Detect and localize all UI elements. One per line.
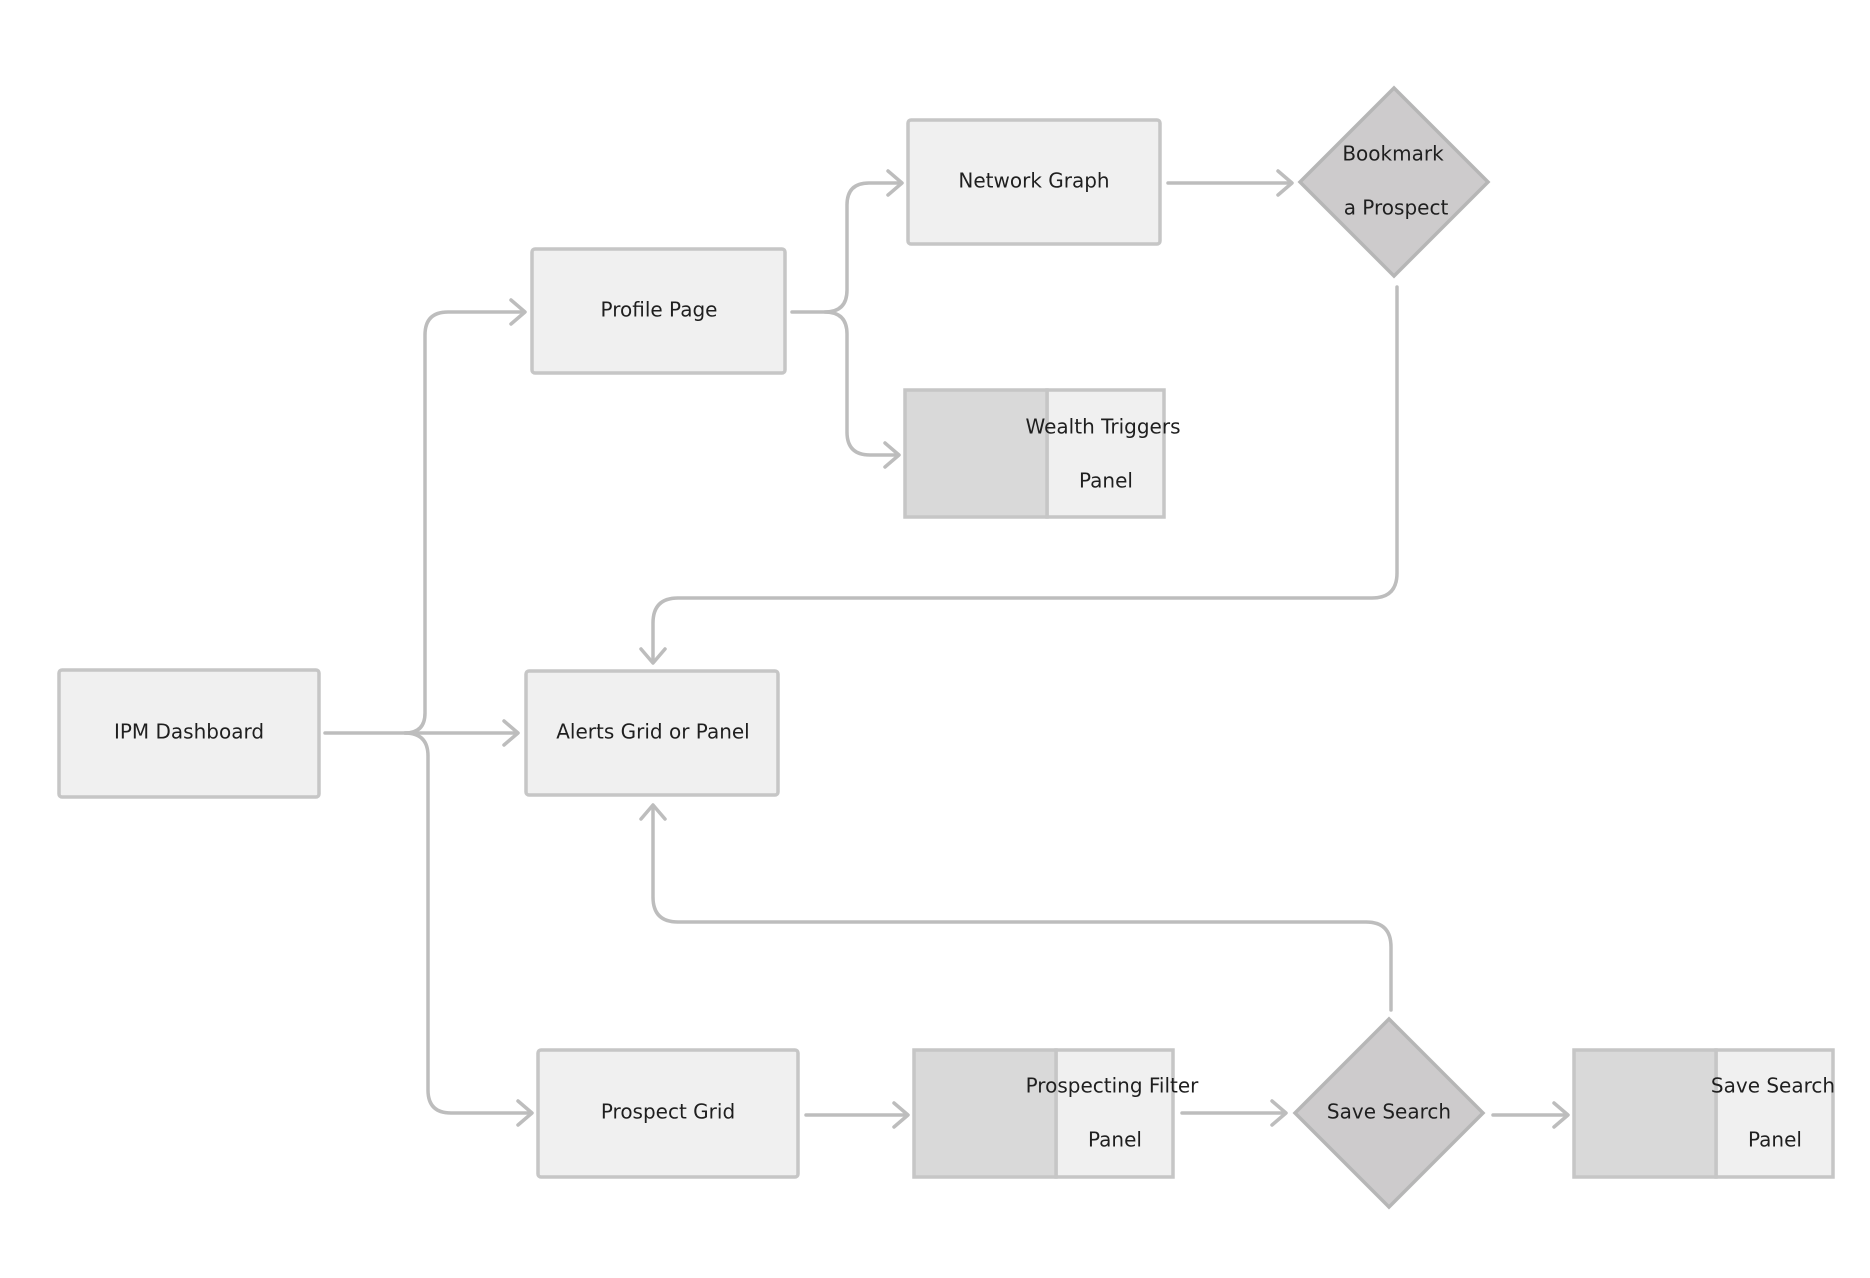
bookmark-diamond xyxy=(1297,85,1491,279)
arrowhead-profile-left xyxy=(509,298,527,326)
filter-label-line2: Panel xyxy=(1088,1128,1142,1152)
node-prospecting-filter-panel[interactable]: Prospecting Filter Panel xyxy=(912,1048,1200,1179)
prospect-grid-label: Prospect Grid xyxy=(601,1100,735,1124)
edge-dashboard-to-profile xyxy=(403,310,526,735)
save-search-panel-left xyxy=(1572,1048,1718,1179)
save-search-label: Save Search xyxy=(1327,1100,1451,1124)
alerts-grid-label: Alerts Grid or Panel xyxy=(556,720,750,744)
filter-label-line1: Prospecting Filter xyxy=(1026,1074,1200,1098)
connectors xyxy=(323,169,1570,1129)
bookmark-label-line2: a Prospect xyxy=(1344,196,1449,220)
ipm-dashboard-box xyxy=(57,668,321,799)
profile-page-label: Profile Page xyxy=(601,298,718,322)
wealth-label-line1: Wealth Triggers xyxy=(1026,415,1181,439)
arrowhead-alerts-bottom xyxy=(639,803,667,821)
node-alerts-grid[interactable]: Alerts Grid or Panel xyxy=(524,669,780,797)
save-search-panel-line1: Save Search xyxy=(1711,1074,1835,1098)
edge-save-search-to-alerts xyxy=(651,806,1393,1012)
node-bookmark-prospect[interactable]: Bookmark a Prospect xyxy=(1297,85,1491,279)
arrowhead-prospect-grid-left xyxy=(516,1099,534,1127)
edge-profile-to-wealth xyxy=(823,310,899,457)
node-save-search[interactable]: Save Search xyxy=(1292,1016,1486,1210)
edge-dashboard-to-prospect-grid xyxy=(403,731,532,1115)
node-wealth-triggers-panel[interactable]: Wealth Triggers Panel xyxy=(903,388,1181,519)
arrowhead-save-search-left xyxy=(1270,1099,1288,1127)
arrowhead-alerts-left xyxy=(502,719,520,747)
prospect-grid-box xyxy=(536,1048,800,1179)
arrowhead-wealth-left xyxy=(883,441,901,469)
wealth-panel-right xyxy=(1045,388,1166,519)
node-profile-page[interactable]: Profile Page xyxy=(530,247,787,375)
arrowhead-bookmark-left xyxy=(1276,169,1294,197)
edge-profile-to-network xyxy=(790,181,902,314)
node-ipm-dashboard[interactable]: IPM Dashboard xyxy=(57,668,321,799)
node-save-search-panel[interactable]: Save Search Panel xyxy=(1572,1048,1835,1179)
edge-bookmark-to-alerts xyxy=(651,285,1399,662)
filter-panel-left xyxy=(912,1048,1058,1179)
wealth-label-line2: Panel xyxy=(1079,469,1133,493)
wealth-panel-left xyxy=(903,388,1049,519)
ipm-dashboard-label: IPM Dashboard xyxy=(114,720,264,744)
arrowhead-network-left xyxy=(886,169,904,197)
arrowhead-filter-left xyxy=(892,1101,910,1129)
arrowhead-alerts-top xyxy=(639,647,667,665)
node-network-graph[interactable]: Network Graph xyxy=(906,118,1162,246)
node-prospect-grid[interactable]: Prospect Grid xyxy=(536,1048,800,1179)
save-search-panel-right xyxy=(1714,1048,1835,1179)
filter-panel-right xyxy=(1054,1048,1175,1179)
save-search-panel-line2: Panel xyxy=(1748,1128,1802,1152)
profile-page-box xyxy=(530,247,787,375)
save-search-diamond xyxy=(1292,1016,1486,1210)
bookmark-label-line1: Bookmark xyxy=(1342,142,1444,166)
alerts-grid-box xyxy=(524,669,780,797)
network-graph-label: Network Graph xyxy=(958,169,1109,193)
network-graph-box xyxy=(906,118,1162,246)
arrowhead-save-search-panel-left xyxy=(1552,1101,1570,1129)
